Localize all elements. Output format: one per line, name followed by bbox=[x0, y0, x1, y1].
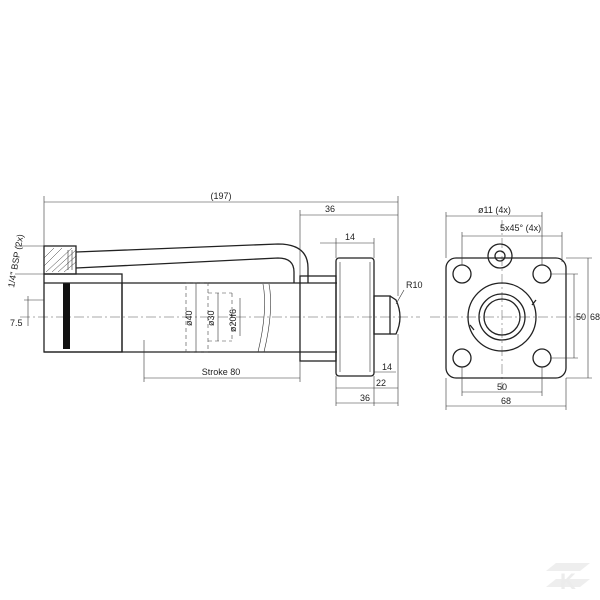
dim-stroke: Stroke 80 bbox=[202, 367, 241, 377]
flange-dim-50-v: 50 bbox=[576, 312, 586, 322]
rod-face bbox=[483, 298, 521, 336]
dim-14-top: 14 bbox=[345, 232, 355, 242]
port-label: 1/4" BSP (2x) bbox=[6, 233, 25, 288]
dim-14-bottom: 14 bbox=[382, 362, 392, 372]
dim-dia-20: ø20f6 bbox=[228, 309, 238, 332]
dim-overall-length: (197) bbox=[210, 191, 231, 201]
dim-36-top: 36 bbox=[325, 204, 335, 214]
seal-ring bbox=[63, 283, 70, 349]
dim-7-5: 7.5 bbox=[10, 318, 23, 328]
dim-dia-30: ø30 bbox=[206, 310, 216, 326]
mounting-hole-tl bbox=[452, 264, 472, 284]
dim-dia-40: ø40 bbox=[184, 310, 194, 326]
logo-mark: K bbox=[560, 569, 576, 594]
flange-dim-50-h: 50 bbox=[497, 382, 507, 392]
port-block-hatch bbox=[43, 247, 77, 273]
front-head bbox=[299, 275, 337, 362]
bore-outer bbox=[467, 282, 537, 352]
external-pipe bbox=[75, 243, 309, 283]
flange-hole-label: ø11 (4x) bbox=[478, 205, 511, 215]
mounting-hole-bl bbox=[452, 348, 472, 368]
top-port bbox=[487, 243, 513, 269]
mounting-hole-br bbox=[532, 348, 552, 368]
flange-dimensions: ø11 (4x) 5x45° (4x) 50 68 50 68 bbox=[445, 205, 600, 410]
dim-36-bottom: 36 bbox=[360, 393, 370, 403]
flange-plate bbox=[445, 257, 567, 379]
barrel-rear bbox=[43, 273, 123, 353]
radius-label: R10 bbox=[406, 280, 423, 290]
flange-view bbox=[430, 220, 585, 390]
flange-chamfer-label: 5x45° (4x) bbox=[500, 223, 541, 233]
dim-22: 22 bbox=[376, 378, 386, 388]
mounting-hole-tr bbox=[532, 264, 552, 284]
side-view bbox=[20, 243, 420, 377]
flange-dim-68-v: 68 bbox=[590, 312, 600, 322]
brand-logo: K bbox=[546, 563, 590, 594]
piston-rod bbox=[373, 295, 391, 335]
flange-dim-68-h: 68 bbox=[501, 396, 511, 406]
